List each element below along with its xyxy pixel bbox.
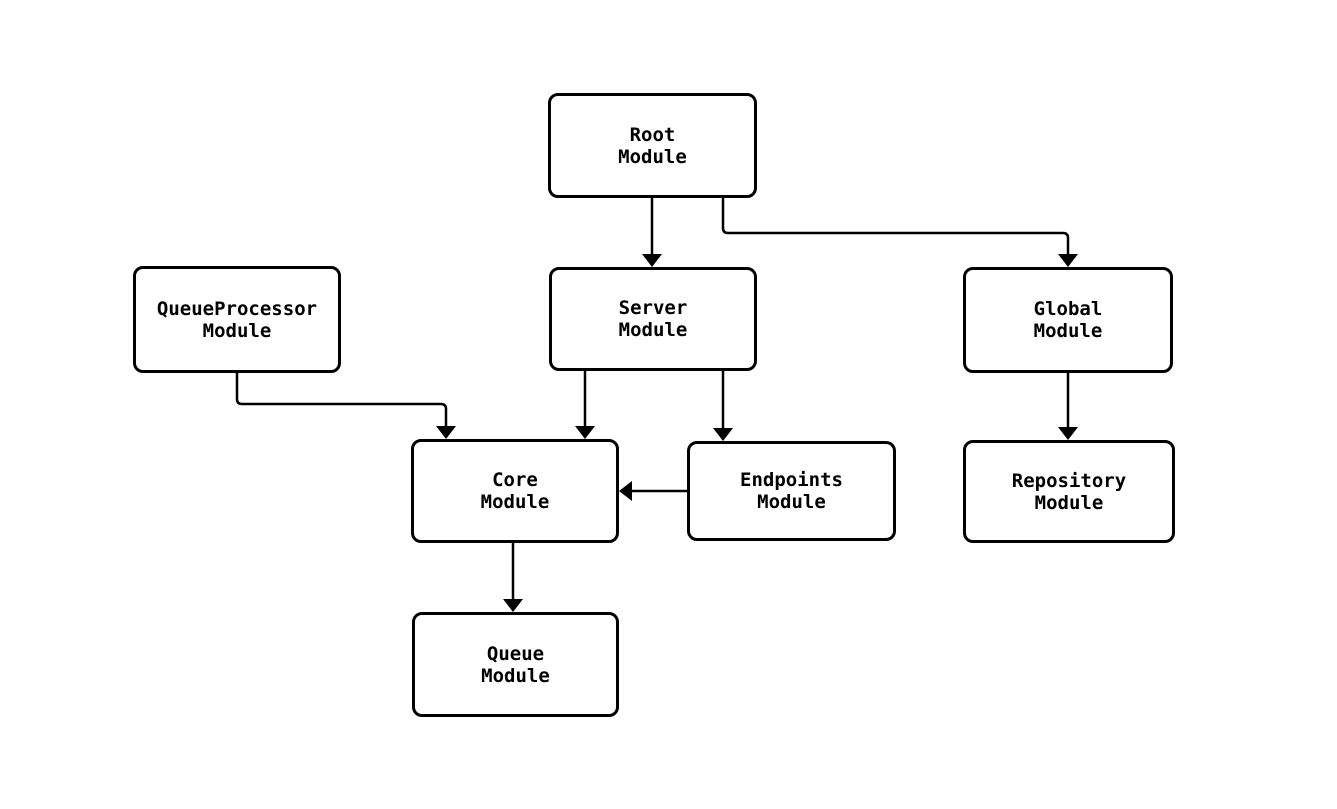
node-endpoints-module-label: Endpoints Module xyxy=(740,469,843,513)
node-global-module-label: Global Module xyxy=(1033,298,1103,342)
arrowhead-queueprocessor-module-to-core-module xyxy=(436,426,456,439)
node-endpoints-module: Endpoints Module xyxy=(687,441,896,541)
node-core-module-label: Core Module xyxy=(480,469,550,513)
arrowhead-root-module-to-global-module xyxy=(1058,254,1078,267)
node-server-module: Server Module xyxy=(549,267,757,371)
arrowhead-core-module-to-queue-module xyxy=(503,599,523,612)
arrowhead-server-module-to-core-module xyxy=(575,426,595,439)
edge-root-module-to-global-module xyxy=(721,198,1070,254)
node-queue-module-label: Queue Module xyxy=(481,642,550,687)
arrowhead-global-module-to-repository-module xyxy=(1058,427,1078,440)
node-root-module-label: Root Module xyxy=(618,123,687,168)
edge-queueprocessor-module-to-core-module xyxy=(235,373,448,426)
arrowhead-server-module-to-endpoints-module xyxy=(713,428,733,441)
node-repository-module-label: Repository Module xyxy=(1011,469,1127,514)
arrowhead-endpoints-module-to-core-module xyxy=(619,481,632,501)
node-repository-module: Repository Module xyxy=(963,440,1175,543)
node-core-module: Core Module xyxy=(411,439,619,543)
node-queueprocessor-module-label: QueueProcessor Module xyxy=(156,297,318,342)
node-queueprocessor-module: QueueProcessor Module xyxy=(133,266,341,373)
node-server-module-label: Server Module xyxy=(618,297,688,341)
node-queue-module: Queue Module xyxy=(412,612,619,717)
node-root-module: Root Module xyxy=(548,93,757,198)
node-global-module: Global Module xyxy=(963,267,1173,373)
arrowhead-root-module-to-server-module xyxy=(642,254,662,267)
